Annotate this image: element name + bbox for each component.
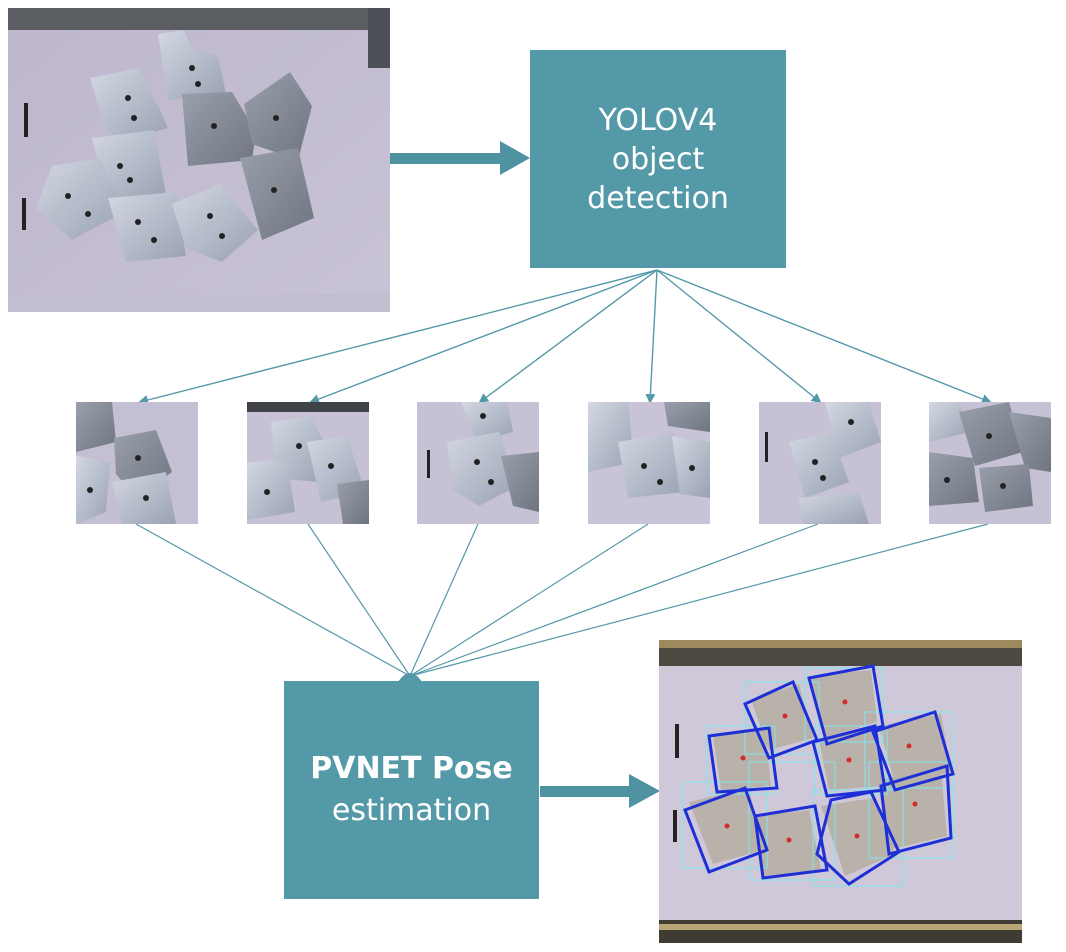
detection-box-line2: object	[611, 141, 705, 177]
crop-image-6	[929, 402, 1051, 524]
crop-image-1	[76, 402, 198, 524]
fanout-lines	[138, 269, 992, 405]
arrow-pose-to-output	[540, 774, 660, 808]
crop-image-5	[759, 402, 881, 524]
pose-estimation-box: PVNET Pose estimation	[284, 681, 539, 899]
output-photo	[659, 640, 1022, 943]
detection-box-line3: detection	[587, 180, 729, 216]
pose-box-line2: estimation	[331, 793, 492, 828]
pose-box-bold: PVNET Pose	[310, 751, 513, 786]
detection-box-line1: YOLOV4	[598, 102, 718, 138]
fanin-lines	[135, 523, 989, 677]
arrow-input-to-detection	[389, 141, 530, 175]
pose-box-title: PVNET Pose	[310, 748, 513, 790]
fanin-junction	[398, 673, 422, 682]
crop-image-4	[588, 402, 710, 524]
input-photo	[8, 8, 390, 312]
crop-image-3	[417, 402, 539, 524]
detection-box: YOLOV4 object detection	[530, 50, 786, 268]
crop-image-2	[247, 402, 369, 524]
